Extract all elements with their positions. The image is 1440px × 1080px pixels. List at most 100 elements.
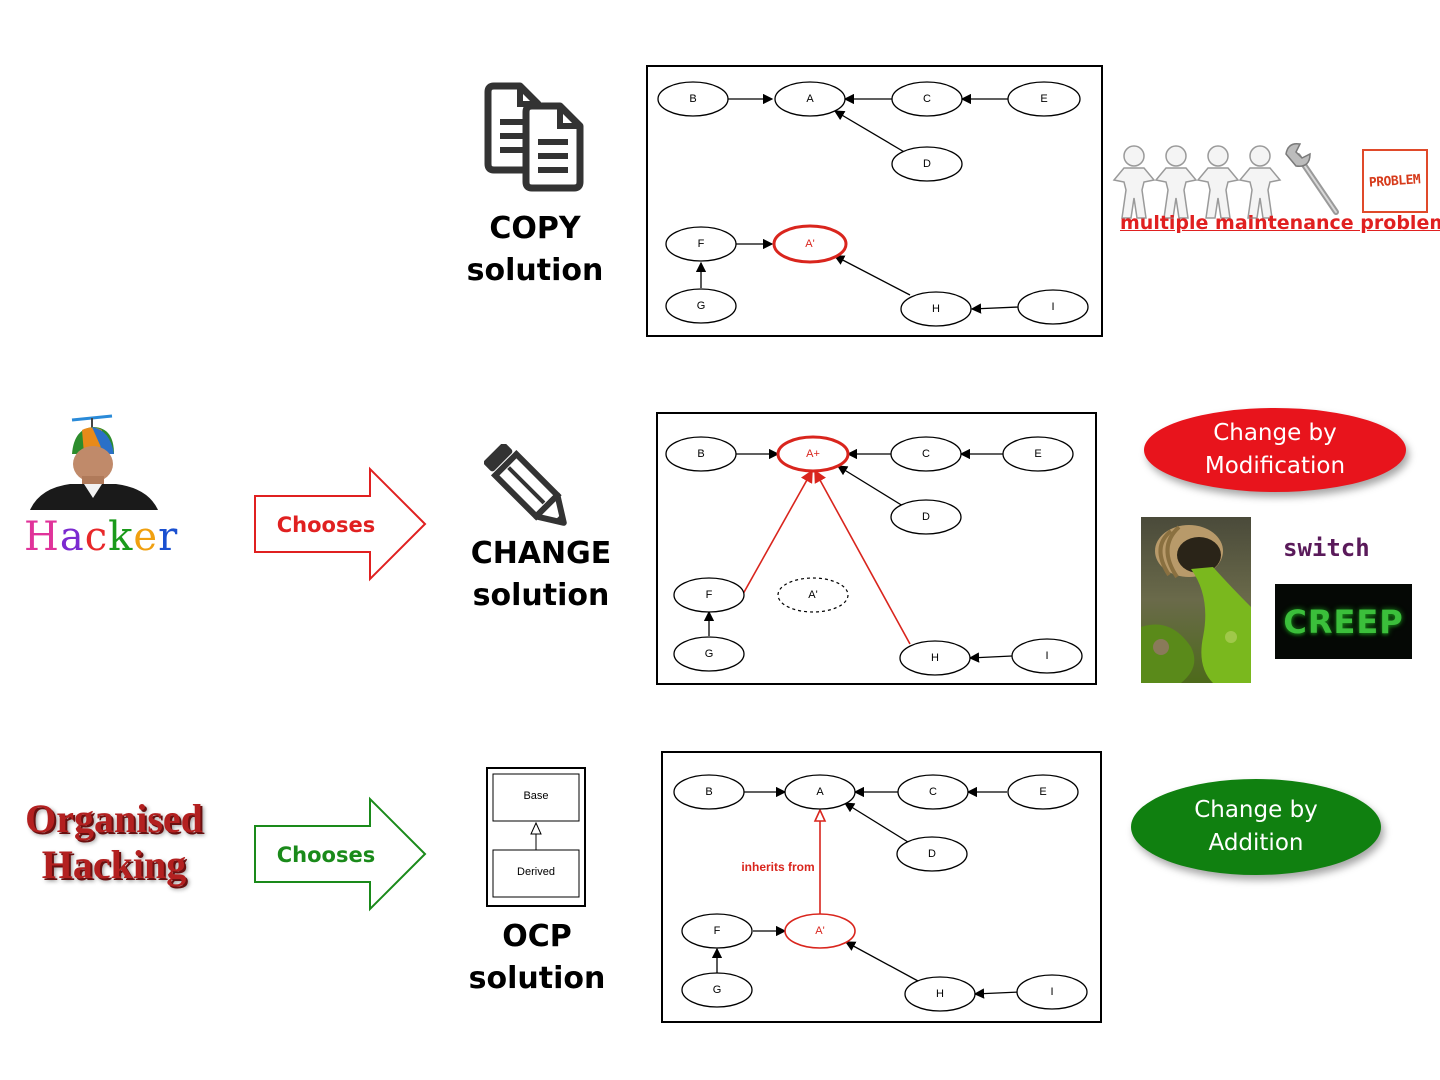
node-a-prime-ghost-label: A' [808, 589, 817, 601]
hacker-letter: H [24, 514, 60, 560]
node-d-label: D [922, 511, 930, 523]
node-e-label: E [1040, 93, 1047, 105]
hacker-label: Hacker [24, 514, 178, 560]
node-d: D [891, 146, 963, 182]
node-a-prime: A' [772, 224, 848, 264]
copy-label-line1: COPY [489, 211, 581, 246]
node-a-prime: A' [784, 913, 856, 949]
node-h: H [904, 976, 976, 1012]
inherits-from-label: inherits from [741, 860, 814, 874]
node-c-label: C [923, 93, 931, 105]
organised-hacking-label: Organised Hacking [14, 796, 214, 888]
organised-line2: Hacking [41, 842, 187, 887]
node-a-plus-label: A+ [806, 448, 820, 460]
node-i-label: I [1045, 650, 1048, 662]
node-i-label: I [1050, 986, 1053, 998]
node-d: D [896, 836, 968, 872]
chooses-arrow-green: Chooses [254, 796, 427, 912]
derived-label: Derived [517, 866, 555, 878]
copy-label-line2: solution [466, 253, 604, 288]
node-e-label: E [1034, 448, 1041, 460]
node-g: G [665, 288, 737, 324]
maintenance-problem-label: multiple maintenance problem [1120, 212, 1440, 234]
hacker-avatar [30, 414, 160, 510]
hacker-letter: c [84, 514, 109, 560]
node-d: D [890, 499, 962, 535]
node-a-plus: A+ [776, 435, 850, 473]
node-g-label: G [705, 648, 714, 660]
ocp-diagram: inherits from B A C E D F A' G H I [661, 751, 1102, 1023]
node-a-prime-label: A' [805, 238, 814, 250]
node-i: I [1011, 638, 1083, 674]
hacker-letter: k [108, 514, 134, 560]
node-b: B [673, 774, 745, 810]
node-a: A [774, 81, 846, 117]
chooses-label-green: Chooses [277, 843, 375, 867]
node-e-label: E [1039, 786, 1046, 798]
node-b-label: B [705, 786, 712, 798]
node-c-label: C [929, 786, 937, 798]
addition-line2: Addition [1208, 830, 1304, 856]
node-e: E [1002, 436, 1074, 472]
node-h: H [899, 640, 971, 676]
node-a-label: A [816, 786, 824, 798]
chooses-label-red: Chooses [277, 513, 375, 537]
node-e: E [1007, 81, 1081, 117]
change-label-line2: solution [472, 578, 610, 613]
base-label: Base [523, 790, 548, 802]
node-b: B [665, 436, 737, 472]
modification-line1: Change by [1213, 420, 1337, 446]
node-h-label: H [936, 988, 944, 1000]
problem-stamp-text: PROBLEM [1368, 171, 1422, 191]
organised-line1: Organised [25, 796, 203, 841]
people-chain-icon [1112, 145, 1282, 219]
wrench-icon [1285, 142, 1339, 215]
switch-keyword: switch [1283, 534, 1370, 562]
node-c: C [890, 436, 962, 472]
node-b-label: B [689, 93, 696, 105]
node-b-label: B [697, 448, 704, 460]
problem-stamp: PROBLEM [1362, 149, 1428, 213]
node-f: F [681, 913, 753, 949]
sewer-pipe-image [1141, 517, 1251, 683]
node-f: F [665, 226, 737, 262]
creep-text: CREEP [1283, 602, 1404, 641]
ocp-solution-label: OCP solution [437, 916, 637, 1000]
node-g-label: G [713, 984, 722, 996]
node-g: G [681, 972, 753, 1008]
copy-diagram: B A C E D F A' G H I [646, 65, 1103, 337]
node-i: I [1016, 974, 1088, 1010]
change-label-line1: CHANGE [470, 536, 612, 571]
copy-solution-label: COPY solution [435, 208, 635, 292]
node-i: I [1017, 289, 1089, 325]
creep-image: CREEP [1275, 584, 1412, 659]
node-e: E [1007, 774, 1079, 810]
modification-line2: Modification [1204, 453, 1346, 479]
node-f: F [673, 577, 745, 613]
ocp-label-line1: OCP [502, 919, 572, 954]
hacker-letter: a [59, 514, 85, 560]
node-a-label: A [806, 93, 814, 105]
change-by-addition-badge: Change by Addition [1131, 779, 1381, 875]
node-c: C [897, 774, 969, 810]
hacker-letter: r [158, 514, 179, 560]
chooses-arrow-red: Chooses [254, 466, 427, 582]
addition-line1: Change by [1194, 797, 1318, 823]
node-i-label: I [1051, 301, 1054, 313]
node-f-label: F [706, 589, 713, 601]
change-solution-label: CHANGE solution [441, 533, 641, 617]
node-b: B [657, 81, 729, 117]
change-diagram: B A+ C E D A' F G H I [656, 412, 1097, 685]
node-d-label: D [923, 158, 931, 170]
node-c-label: C [922, 448, 930, 460]
node-c: C [891, 81, 963, 117]
pencil-icon [484, 444, 567, 526]
node-f-label: F [714, 925, 721, 937]
ocp-label-line2: solution [468, 961, 606, 996]
change-by-modification-badge: Change by Modification [1144, 408, 1406, 492]
node-g-label: G [697, 300, 706, 312]
hacker-figure-icon [30, 414, 158, 510]
node-a-prime-ghost: A' [777, 577, 849, 613]
node-h-label: H [931, 652, 939, 664]
node-d-label: D [928, 848, 936, 860]
